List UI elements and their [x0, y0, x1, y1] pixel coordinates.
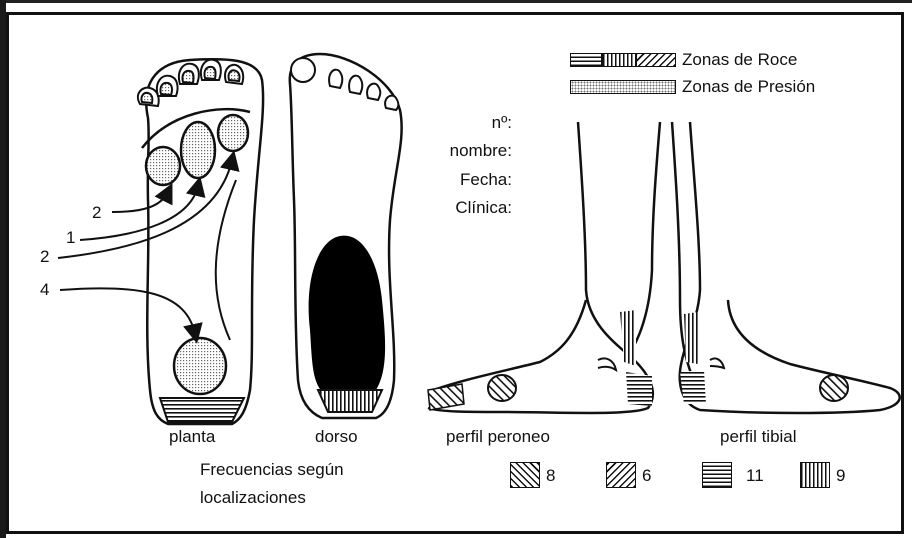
caption-line-1: Frecuencias según	[200, 460, 344, 480]
heel-friction-zone	[160, 398, 244, 422]
caption-line-2: localizaciones	[200, 488, 306, 508]
dorsum-toes	[291, 58, 398, 110]
frequency-value-horizontal: 11	[746, 466, 764, 486]
tibial-achilles-zone	[684, 312, 698, 364]
frequency-value-vertical: 9	[836, 466, 845, 486]
label-peroneal-profile: perfil peroneo	[446, 427, 550, 447]
label-tibial-profile: perfil tibial	[720, 427, 797, 447]
field-clinic-label: Clínica:	[455, 198, 512, 218]
arrow-label-1: 1	[66, 228, 75, 248]
peroneal-malleolus	[598, 358, 616, 370]
field-date-label: Fecha:	[460, 170, 512, 190]
arrow-label-4: 4	[40, 280, 49, 300]
legend-friction-diagonal-swatch	[636, 53, 676, 67]
dorsum-friction-zone	[318, 390, 382, 412]
legend-pressure-label: Zonas de Presión	[682, 77, 815, 97]
legend-pressure-swatch	[570, 80, 676, 94]
tibial-profile	[672, 122, 900, 413]
pressure-zone-2	[181, 122, 215, 178]
tibial-malleolus	[710, 358, 724, 368]
label-dorsum: dorso	[315, 427, 358, 447]
peroneal-achilles-zone	[620, 310, 636, 366]
field-name-label: nombre:	[450, 141, 512, 161]
peroneal-toe-friction	[428, 384, 464, 410]
frequency-swatch-vertical	[800, 462, 830, 488]
frequency-value-diagonal-back: 8	[546, 466, 555, 486]
frequency-value-diagonal-forward: 6	[642, 466, 651, 486]
label-sole: planta	[169, 427, 215, 447]
peroneal-heel-zone	[626, 372, 652, 406]
arrow-label-2-bottom: 2	[40, 247, 49, 267]
dorsum-pressure-zone	[309, 236, 385, 392]
heel-pressure-zone	[174, 338, 226, 394]
peroneal-profile	[428, 122, 660, 413]
frequency-swatch-diagonal-forward	[606, 462, 636, 488]
pressure-zone-3	[218, 115, 248, 151]
frequency-swatch-diagonal-back	[510, 462, 540, 488]
legend-friction-horizontal-swatch	[570, 53, 602, 67]
legend-friction-vertical-swatch	[602, 53, 636, 67]
pressure-zone-1	[146, 147, 180, 185]
field-number-label: nº:	[492, 113, 512, 133]
arrow-label-2-top: 2	[92, 203, 101, 223]
legend-friction-label: Zonas de Roce	[682, 50, 797, 70]
frequency-swatch-horizontal	[702, 462, 732, 488]
peroneal-metatarsal-zone	[488, 375, 516, 401]
tibial-heel-zone	[680, 370, 706, 404]
tibial-metatarsal-zone	[820, 375, 848, 401]
